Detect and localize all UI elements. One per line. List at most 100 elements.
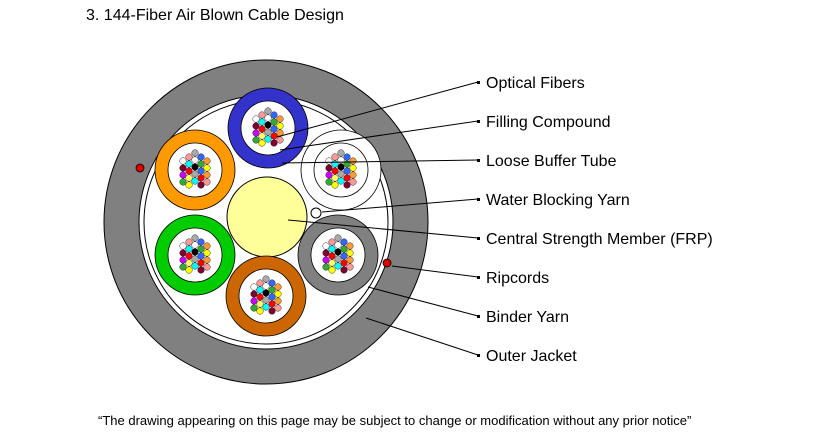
optical-fiber [337,170,345,178]
leader-dot-filling-compound [477,120,480,123]
optical-fiber [340,266,348,274]
optical-fiber [197,259,205,267]
optical-fiber [250,297,258,305]
optical-fiber [343,153,351,161]
leader-line-filling-compound [279,120,479,151]
optical-fiber [340,252,348,260]
optical-fiber [268,300,276,308]
optical-fiber [343,174,351,182]
leader-dot-central-strength-member [477,237,480,240]
optical-fiber [252,115,260,123]
optical-fiber [346,249,354,257]
optical-fiber [322,249,330,257]
optical-fiber [334,262,342,270]
optical-fiber [203,171,211,179]
optical-fiber [203,178,211,186]
label-loose-buffer-tube: Loose Buffer Tube [486,153,617,170]
optical-fiber [262,303,270,311]
optical-fiber [179,256,187,264]
optical-fiber [276,122,284,130]
optical-fiber [258,111,266,119]
optical-fiber [268,279,276,287]
optical-fiber [334,248,342,256]
leader-line-central-strength-member [287,219,479,239]
optical-fiber [191,241,199,249]
optical-fiber [346,242,354,250]
optical-fiber [349,178,357,186]
page-title: 3. 144-Fiber Air Blown Cable Design [86,7,344,24]
optical-fiber [179,263,187,271]
optical-fiber [250,283,258,291]
central-strength-member [226,176,308,258]
optical-fiber [197,160,205,168]
optical-fiber [197,167,205,175]
optical-fiber [179,164,187,172]
optical-fiber [203,164,211,172]
optical-fiber [197,238,205,246]
optical-fiber [343,181,351,189]
leader-dot-loose-buffer-tube [477,159,480,162]
optical-fiber [203,242,211,250]
ripcord [135,163,145,173]
optical-fiber [328,252,336,260]
label-ripcords: Ripcords [486,270,549,287]
optical-fiber [328,245,336,253]
optical-fiber [185,238,193,246]
optical-fiber [250,304,258,312]
optical-fiber [262,296,270,304]
leader-dot-ripcords [477,276,480,279]
optical-fiber [185,181,193,189]
optical-fiber [346,256,354,264]
leader-dot-optical-fibers [477,81,480,84]
optical-fiber [274,297,282,305]
optical-fiber [337,177,345,185]
label-filling-compound: Filling Compound [486,114,611,131]
optical-fiber [325,171,333,179]
optical-fiber [334,255,342,263]
leader-dot-binder-yarn [477,315,480,318]
leader-dot-water-blocking-yarn [477,198,480,201]
optical-fiber [191,156,199,164]
optical-fiber [270,125,278,133]
optical-fiber [334,241,342,249]
optical-fiber [331,167,339,175]
leader-line-water-blocking-yarn [321,198,479,213]
label-optical-fibers: Optical Fibers [486,75,585,92]
optical-fiber [328,238,336,246]
optical-fiber [197,245,205,253]
optical-fiber [185,153,193,161]
optical-fiber [349,157,357,165]
optical-fiber [262,289,270,297]
optical-fiber [203,256,211,264]
leader-dot-outer-jacket [477,354,480,357]
optical-fiber [264,121,272,129]
optical-fiber [203,263,211,271]
optical-fiber [256,279,264,287]
optical-fiber [274,304,282,312]
optical-fiber [322,263,330,271]
label-outer-jacket: Outer Jacket [486,348,577,365]
optical-fiber [325,178,333,186]
optical-fiber [331,153,339,161]
optical-fiber [276,115,284,123]
optical-fiber [264,114,272,122]
optical-fiber [270,139,278,147]
optical-fiber [179,171,187,179]
optical-fiber [340,259,348,267]
optical-fiber [270,132,278,140]
label-binder-yarn: Binder Yarn [486,309,569,326]
water-blocking-yarn [310,207,322,219]
optical-fiber [270,111,278,119]
ripcord [382,258,392,268]
optical-fiber [179,242,187,250]
optical-fiber [258,139,266,147]
optical-fiber [197,181,205,189]
leader-line-binder-yarn [367,286,479,317]
optical-fiber [179,178,187,186]
label-water-blocking-yarn: Water Blocking Yarn [486,192,630,209]
optical-fiber [185,259,193,267]
label-central-strength-member: Central Strength Member (FRP) [486,231,713,248]
optical-fiber [325,164,333,172]
optical-fiber [270,118,278,126]
disclaimer-note: “The drawing appearing on this page may … [98,413,692,428]
